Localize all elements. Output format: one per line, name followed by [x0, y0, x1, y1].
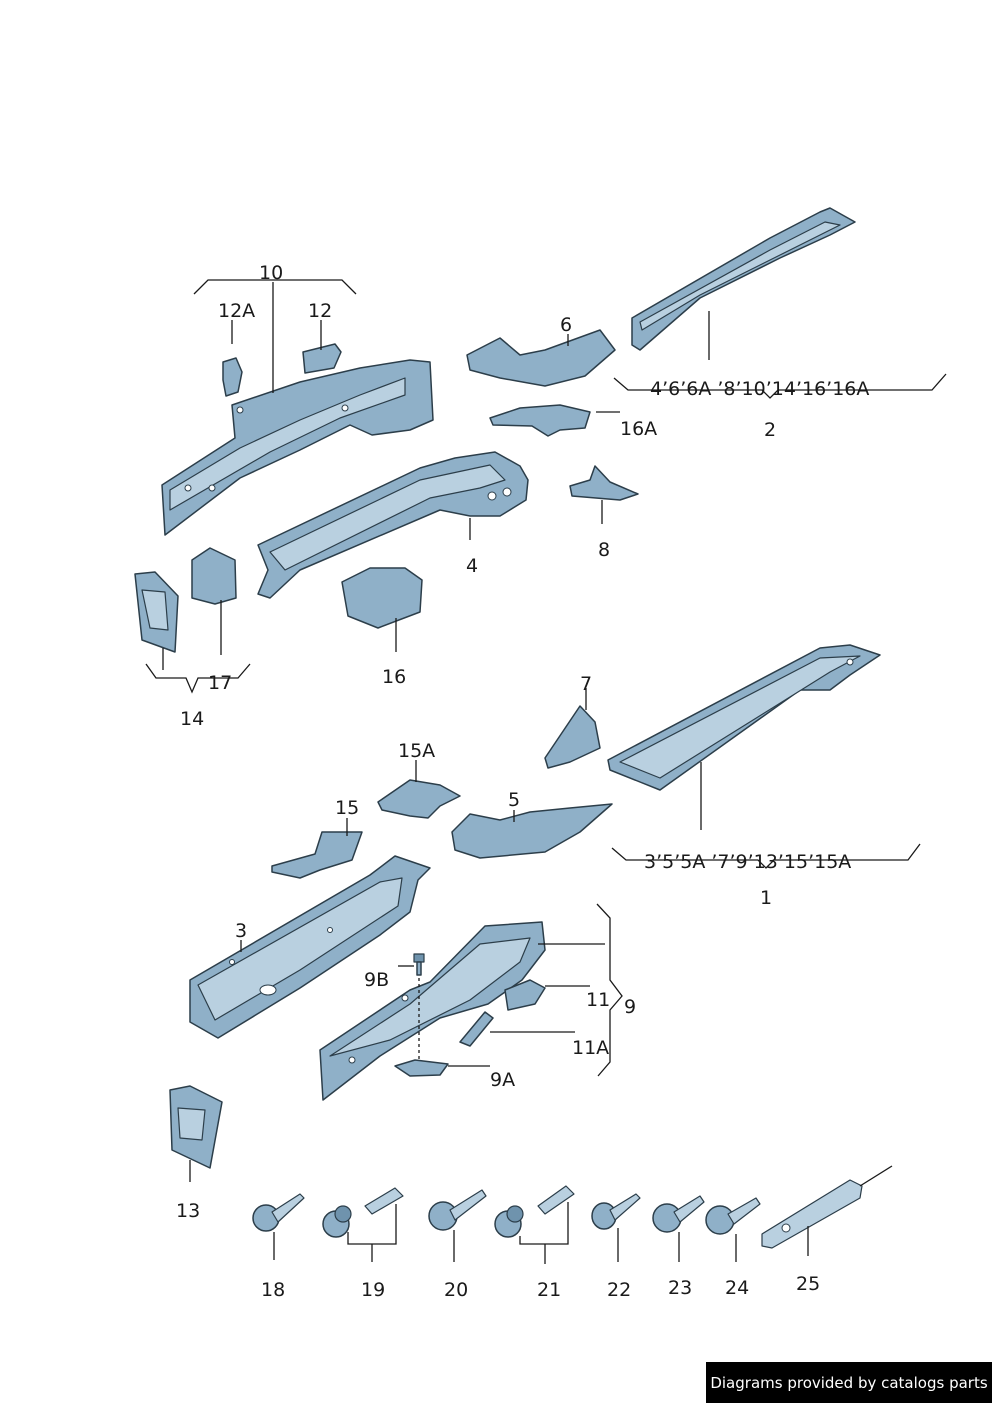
part-11-bracket: [504, 979, 546, 1011]
callout-11a: 11A: [572, 1037, 609, 1059]
callout-17: 17: [208, 672, 232, 694]
part-20-rivet: [428, 1189, 487, 1231]
group-1-list: 3’5’5A ’7’9’13’15’15A: [644, 851, 851, 873]
callout-9b: 9B: [364, 969, 389, 991]
callout-8: 8: [598, 539, 610, 561]
callout-18: 18: [261, 1279, 285, 1301]
callout-25: 25: [796, 1273, 820, 1295]
part-9b-bolt: [413, 953, 425, 976]
callout-16a: 16A: [620, 418, 657, 440]
callout-3: 3: [235, 920, 247, 942]
part-5-wheelhouse: [451, 803, 613, 859]
group-2-list: 4’6’6A ’8’10’14’16’16A: [650, 378, 869, 400]
part-1-sill: [607, 644, 881, 791]
part-16-bracket: [341, 567, 423, 629]
part-13-plate: [169, 1085, 223, 1169]
callout-24: 24: [725, 1277, 749, 1299]
callout-4: 4: [466, 555, 478, 577]
part-24-screw: [705, 1197, 761, 1235]
callout-10: 10: [259, 262, 283, 284]
callout-2: 2: [764, 419, 776, 441]
part-11a-bracket: [459, 1011, 494, 1047]
callout-21: 21: [537, 1279, 561, 1301]
callout-7: 7: [580, 673, 592, 695]
part-2-sill: [631, 207, 856, 351]
part-23-screw: [652, 1195, 705, 1233]
part-8: [569, 465, 639, 501]
part-25-tool: [761, 1165, 893, 1249]
part-4-member: [257, 451, 529, 599]
callout-12: 12: [308, 300, 332, 322]
callout-6: 6: [560, 314, 572, 336]
part-16a-bracket: [489, 404, 591, 437]
part-9a-bracket: [394, 1059, 449, 1077]
part-15a-bracket: [377, 779, 461, 819]
part-12a-bracket: [222, 357, 243, 397]
leader-lines: [145, 279, 947, 1264]
part-7: [544, 705, 601, 769]
callout-19: 19: [361, 1279, 385, 1301]
callout-20: 20: [444, 1279, 468, 1301]
callout-16: 16: [382, 666, 406, 688]
watermark-banner: Diagrams provided by catalogs parts: [706, 1362, 992, 1403]
part-17-box: [191, 547, 237, 605]
part-9-member: [319, 921, 546, 1101]
callout-11: 11: [586, 989, 610, 1011]
callout-9a: 9A: [490, 1069, 515, 1091]
callout-15a: 15A: [398, 740, 435, 762]
part-15-bracket: [271, 831, 363, 879]
callout-23: 23: [668, 1277, 692, 1299]
part-12-bracket: [302, 343, 342, 374]
part-19-bolt-nut: [322, 1187, 404, 1238]
callout-12a: 12A: [218, 300, 255, 322]
part-6-wheelhouse: [466, 329, 616, 387]
callout-9: 9: [624, 996, 636, 1018]
callout-5: 5: [508, 789, 520, 811]
part-14-plate: [134, 571, 179, 653]
callout-22: 22: [607, 1279, 631, 1301]
part-3-member: [189, 855, 431, 1039]
part-21-bolt-nut: [494, 1185, 575, 1238]
callout-15: 15: [335, 797, 359, 819]
part-10-front-member: [161, 359, 434, 536]
callout-1: 1: [760, 887, 772, 909]
part-18-rivet: [252, 1193, 305, 1232]
callout-13: 13: [176, 1200, 200, 1222]
callout-14: 14: [180, 708, 204, 730]
part-22-rivet: [591, 1193, 641, 1230]
